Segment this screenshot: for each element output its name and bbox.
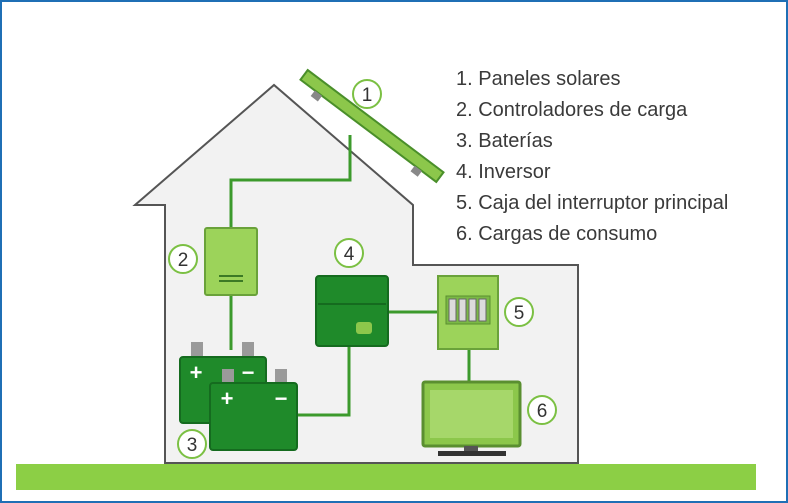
marker-3: 3 [177,429,207,459]
ground [16,464,756,490]
consumer-load-monitor [421,380,522,456]
solar-panel [299,68,445,184]
marker-2: 2 [168,244,198,274]
marker-4: 4 [334,238,364,268]
battery-front-minus: − [275,386,288,411]
legend-item-consumer-loads: 6. Cargas de consumo [456,223,658,245]
charge-controller [204,227,258,296]
inverter [315,275,389,347]
wires [229,135,471,417]
main-breaker-box [437,275,499,350]
legend-item-inverter: 4. Inversor [456,161,551,183]
battery-back-minus: − [242,360,255,385]
marker-5-label: 5 [514,303,525,324]
battery-front-plus: + [221,386,234,411]
legend-item-charge-controllers: 2. Controladores de carga [456,99,688,121]
battery-front [209,369,298,451]
battery-back-plus: + [190,360,203,385]
marker-5: 5 [504,297,534,327]
marker-1: 1 [352,79,382,109]
marker-1-label: 1 [362,85,373,106]
legend: 1. Paneles solares 2. Controladores de c… [456,64,728,250]
marker-6: 6 [527,395,557,425]
marker-2-label: 2 [178,250,189,271]
legend-item-batteries: 3. Baterías [456,130,553,152]
marker-6-label: 6 [537,401,548,422]
legend-item-main-breaker-box: 5. Caja del interruptor principal [456,192,729,214]
legend-item-solar-panels: 1. Paneles solares [456,68,621,90]
marker-3-label: 3 [187,435,198,456]
marker-4-label: 4 [344,244,355,265]
